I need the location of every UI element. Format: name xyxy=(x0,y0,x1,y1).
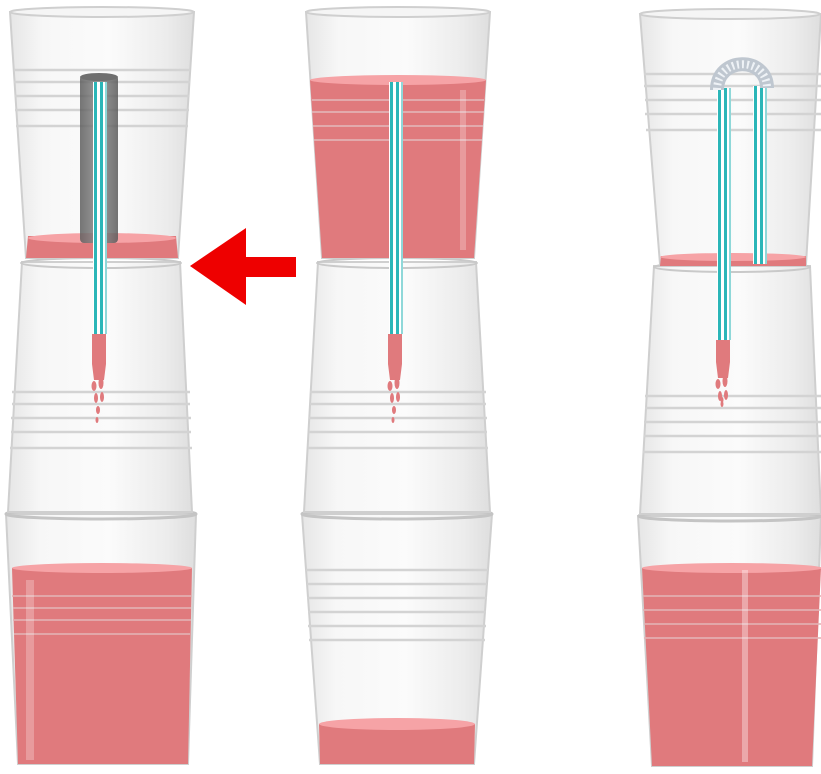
bottom-cup xyxy=(302,509,492,764)
stack-middle xyxy=(302,7,492,764)
bottom-cup xyxy=(638,511,821,766)
arrow-left-icon xyxy=(190,228,296,305)
straw-straight xyxy=(389,82,403,334)
liquid-surface xyxy=(12,563,192,573)
bottom-cup xyxy=(6,509,196,764)
liquid-full xyxy=(12,568,192,764)
liquid-full xyxy=(642,568,821,766)
stack-left xyxy=(6,7,196,764)
stack-right xyxy=(638,9,821,766)
